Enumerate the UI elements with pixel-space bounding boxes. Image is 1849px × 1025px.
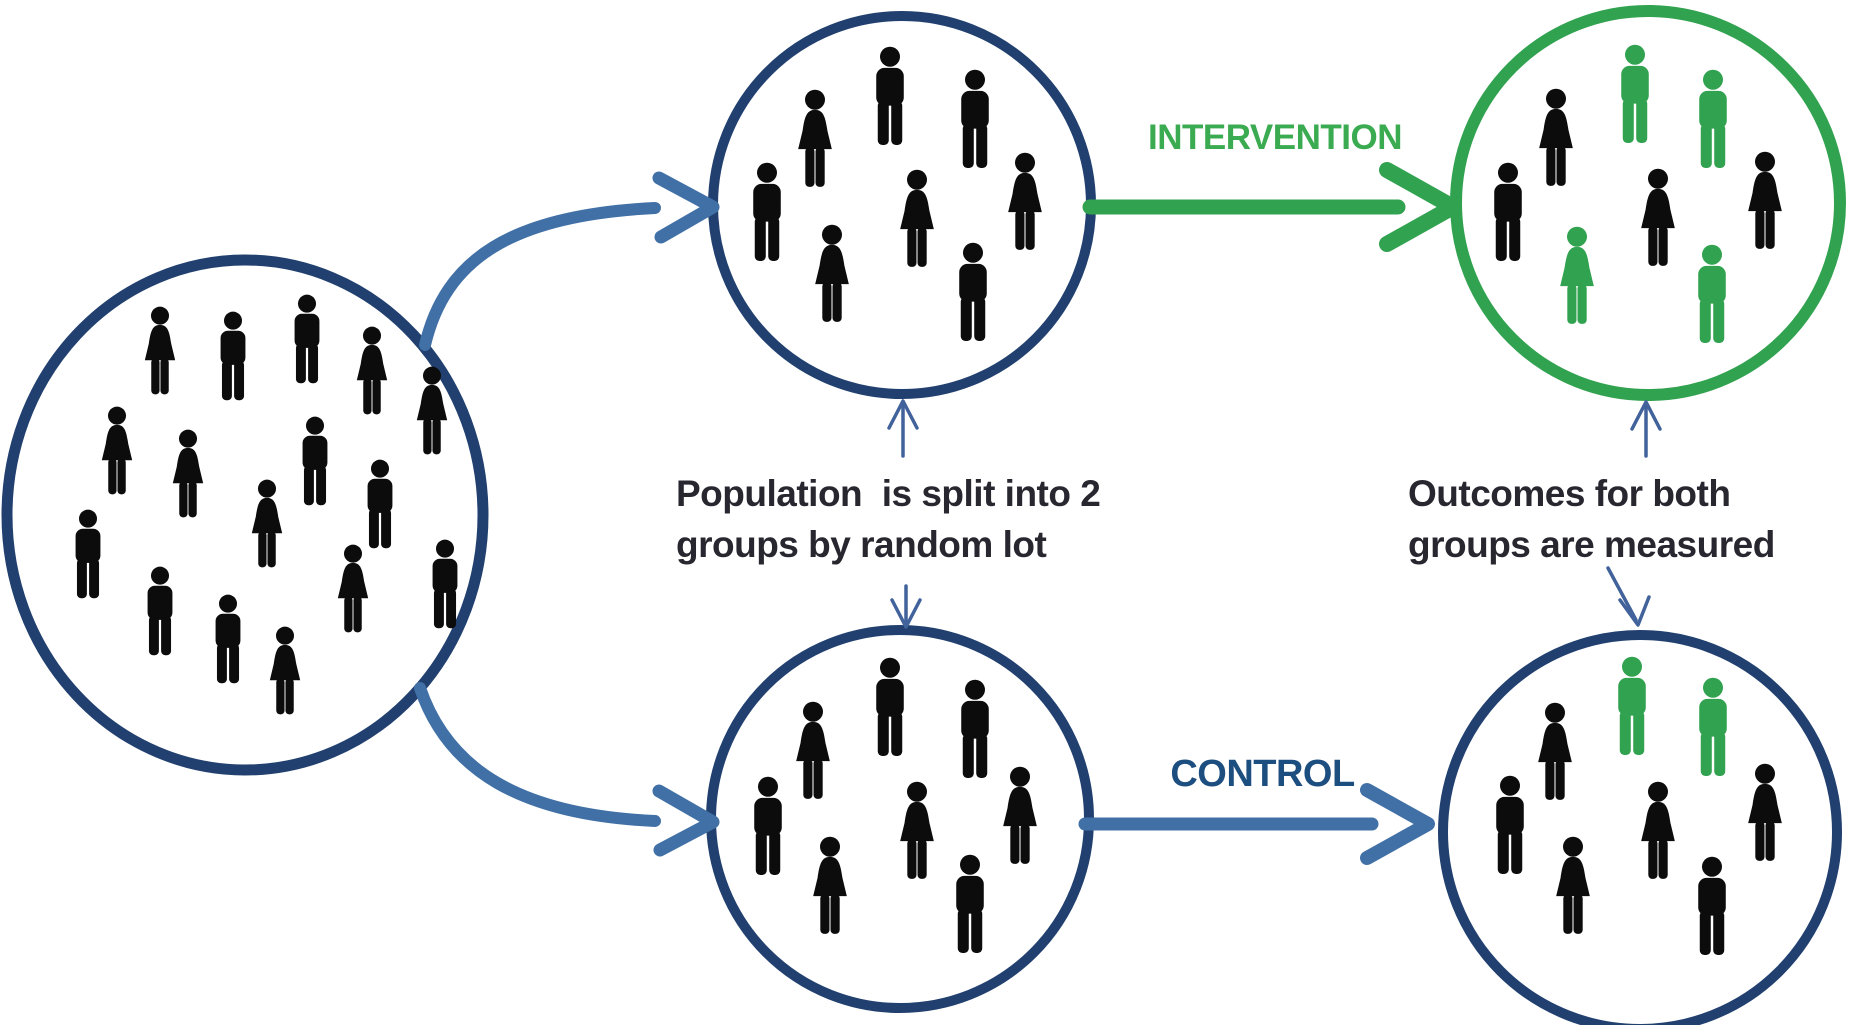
randomize-bottom-arrow-head [652, 784, 720, 857]
outcomes-up-arrow-head [1630, 400, 1662, 431]
control-label: CONTROL [1110, 753, 1415, 796]
intervention-label-text: INTERVENTION [1148, 118, 1402, 157]
split-down-arrow-head [890, 598, 922, 629]
intervention-arrow-head [1379, 162, 1461, 252]
split-caption-line-2: groups by random lot [676, 524, 1047, 565]
outcomes-down-arrow-head [1618, 595, 1651, 627]
randomize-top-arrow-head [652, 171, 720, 244]
split-up-arrow-head [887, 399, 919, 430]
control-label-text: CONTROL [1170, 753, 1355, 795]
outcomes-caption: Outcomes for both groups are measured [1408, 468, 1775, 570]
outcomes-caption-line-2: groups are measured [1408, 524, 1775, 565]
split-caption: Population is split into 2 groups by ran… [676, 468, 1101, 570]
control-arrow-head [1360, 783, 1435, 865]
intervention-label: INTERVENTION [1085, 118, 1465, 158]
control-outcome-circle [1438, 630, 1842, 1025]
randomize-bottom-arrow [414, 682, 661, 827]
outcomes-caption-line-1: Outcomes for both [1408, 473, 1731, 514]
randomize-top-arrow [419, 202, 661, 351]
outcomes-down-arrow [1606, 566, 1638, 622]
split-caption-line-1: Population is split into 2 [676, 473, 1101, 514]
